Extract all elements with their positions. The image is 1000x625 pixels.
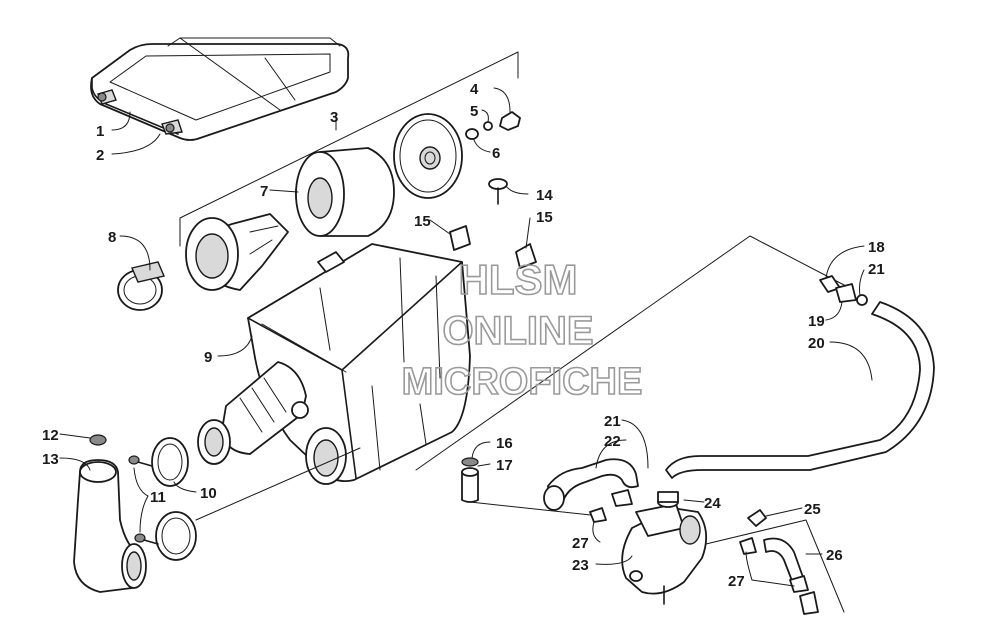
- callout-17: 17: [496, 457, 513, 474]
- fitting-18-19-21: [819, 275, 868, 306]
- callout-21-lower: 21: [604, 413, 621, 430]
- bracket-26: [705, 519, 845, 613]
- assembly-line-drain: [469, 501, 601, 517]
- clamp-10-lower: [155, 511, 197, 561]
- callouts: 1 2 3 4 5 6 7 8 9 10 11 12 13 14 15 15 1…: [42, 81, 885, 590]
- intake-duct: [73, 434, 147, 593]
- fastener-4-5-6: [465, 111, 521, 140]
- assembly-line-duct: [195, 447, 361, 521]
- callout-12: 12: [42, 427, 59, 444]
- clip-15-left: [449, 225, 471, 251]
- watermark-line3: MICROFICHE: [402, 361, 643, 403]
- fitting-27: [799, 591, 819, 615]
- clip-27-right: [739, 537, 809, 593]
- callout-2: 2: [96, 147, 104, 164]
- callout-21-upper: 21: [868, 261, 885, 278]
- callout-11: 11: [150, 489, 166, 506]
- callout-4: 4: [470, 81, 479, 98]
- callout-27-right: 27: [728, 573, 745, 590]
- filter-end-cap: [393, 113, 463, 199]
- watermark-line1: HLSM: [459, 256, 578, 303]
- callout-19: 19: [808, 313, 825, 330]
- callout-18: 18: [868, 239, 885, 256]
- breather-hose-22: [543, 458, 639, 511]
- leader-lines: [59, 87, 873, 587]
- screw-25: [747, 509, 767, 527]
- screw-14: [488, 178, 508, 205]
- callout-16: 16: [496, 435, 513, 452]
- callout-26: 26: [826, 547, 843, 564]
- clamp-10-upper: [151, 437, 189, 487]
- valve-body-23: [621, 503, 708, 605]
- callout-25: 25: [804, 501, 821, 518]
- clip-21-lower: [611, 489, 633, 507]
- callout-9: 9: [204, 349, 212, 366]
- airbox-cover: [90, 37, 350, 141]
- screw-11-lower: [134, 533, 159, 545]
- callout-27-left: 27: [572, 535, 589, 552]
- breather-bracket: [415, 235, 847, 471]
- callout-15-right: 15: [536, 209, 553, 226]
- callout-1: 1: [96, 123, 104, 140]
- hose-clamp-8: [117, 261, 165, 311]
- callout-6: 6: [492, 145, 500, 162]
- callout-14: 14: [536, 187, 553, 204]
- watermark-line2: ONLINE: [442, 309, 593, 353]
- screw-11-upper: [128, 455, 153, 467]
- filter-inlet-cone: [185, 213, 289, 291]
- callout-13: 13: [42, 451, 59, 468]
- bracket-3: [179, 51, 519, 247]
- drain-16-17: [461, 457, 479, 503]
- callout-5: 5: [470, 103, 478, 120]
- foam-filter: [295, 147, 395, 237]
- callout-20: 20: [808, 335, 825, 352]
- clip-15-right: [515, 243, 537, 269]
- clip-27-left: [589, 507, 607, 523]
- watermark: HLSM ONLINE MICROFICHE: [401, 255, 643, 404]
- callout-8: 8: [108, 229, 116, 246]
- airbox-housing: [197, 243, 471, 485]
- callout-23: 23: [572, 557, 589, 574]
- callout-10: 10: [200, 485, 217, 502]
- cap-24: [657, 491, 679, 508]
- breather-hose-20: [665, 301, 935, 479]
- callout-7: 7: [260, 183, 268, 200]
- callout-24: 24: [704, 495, 721, 512]
- callout-22: 22: [604, 433, 621, 450]
- callout-3: 3: [330, 109, 338, 126]
- callout-15-left: 15: [414, 213, 431, 230]
